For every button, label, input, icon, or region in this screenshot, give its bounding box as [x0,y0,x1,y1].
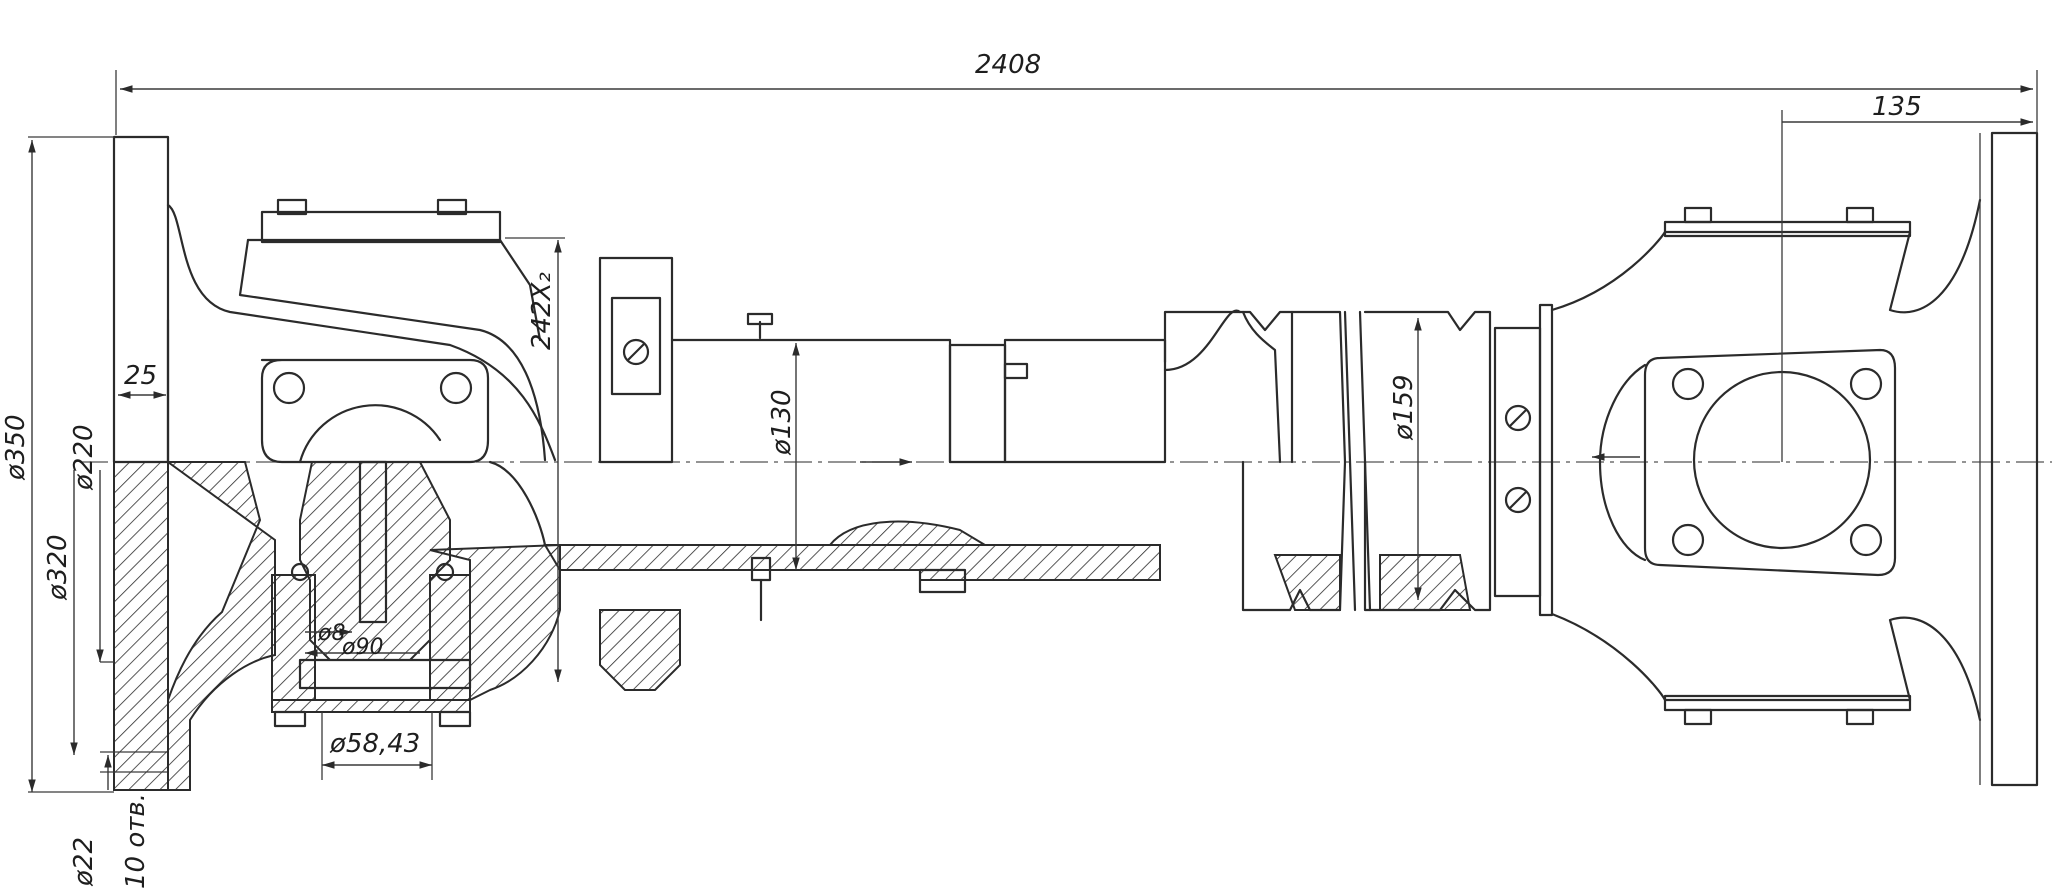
dia-58-label: ø58,43 [329,729,420,759]
shaft-tube [1163,310,1492,612]
dia-90-label: ø90 [341,635,383,660]
dia-22-label: ø22 [69,837,99,887]
dia-320-label: ø320 [43,534,73,601]
holes-label: 10 отв. [121,793,151,889]
flange-thickness-label: 25 [124,361,157,391]
height-label: 242X₂ [527,272,557,350]
right-yoke [1493,198,1982,726]
dia-220-label: ø220 [69,424,99,491]
right-offset-label: 135 [1872,92,1922,122]
left-flange [100,135,170,791]
right-flange [1979,131,2039,787]
dia-350-label: ø350 [1,414,31,481]
slip-yoke [543,256,1242,691]
overall-length-label: 2408 [975,50,1041,80]
dimensions [28,70,2038,793]
cross-bearing-section [271,460,472,728]
dia-130-label: ø130 [767,389,797,456]
left-yoke [164,198,561,791]
dia-8-label: ø8 [317,621,345,646]
dia-159-label: ø159 [1389,374,1419,441]
